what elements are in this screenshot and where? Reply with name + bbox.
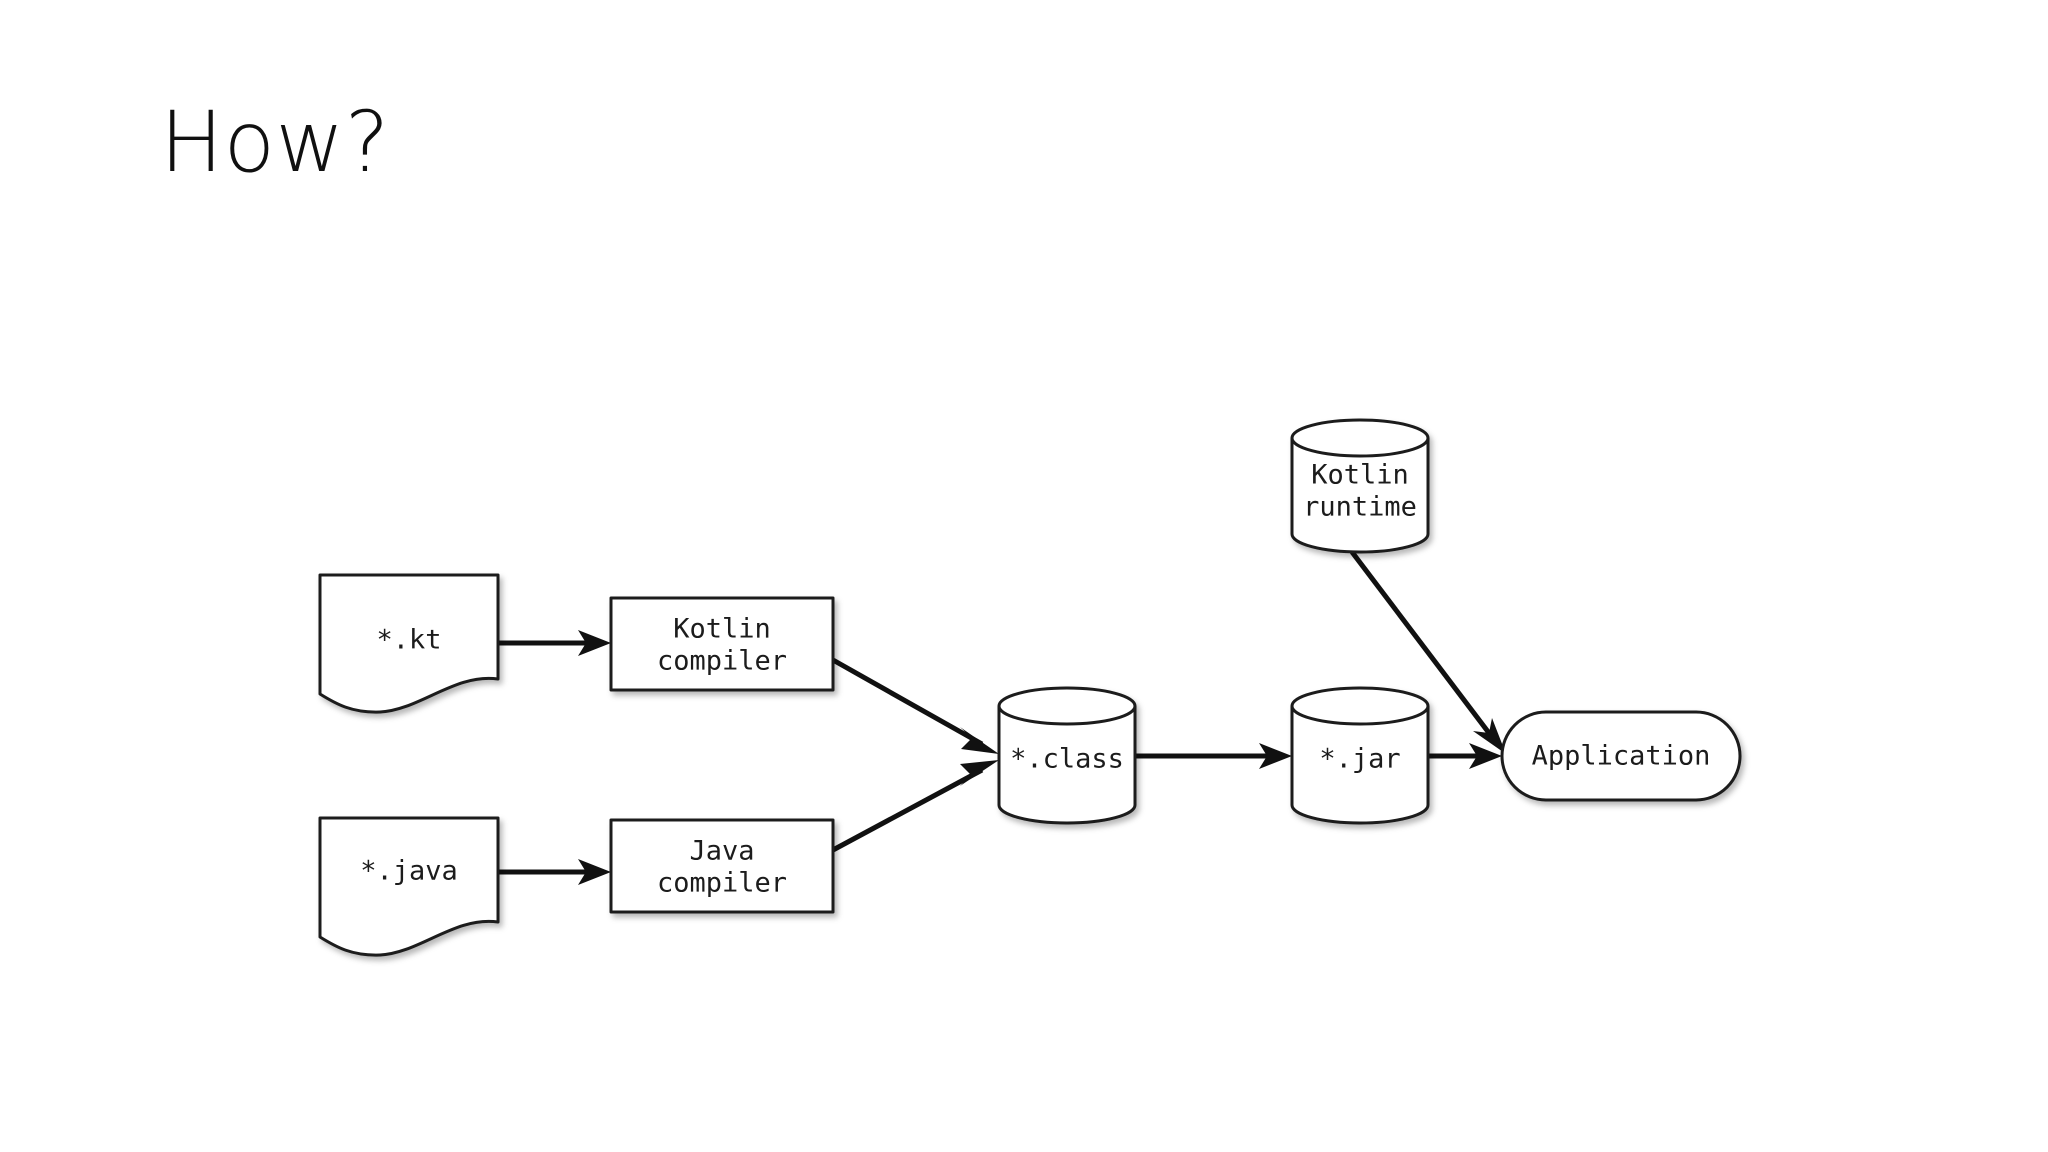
edge-jar-to-application (1428, 743, 1502, 769)
node-kt-label: *.kt (376, 625, 441, 656)
node-application[interactable]: Application (1500, 710, 1742, 802)
page-title: How? (160, 93, 390, 191)
node-kotlin-compiler[interactable]: Kotlin compiler (609, 596, 835, 692)
node-class-label: *.class (1010, 744, 1124, 775)
node-class-cylinder[interactable]: *.class (997, 686, 1137, 825)
node-kotlin-compiler-label-line2: compiler (657, 646, 787, 677)
edge-java-compiler-to-class (831, 760, 999, 853)
node-kt-document[interactable]: *.kt (318, 573, 500, 714)
node-jar-cylinder[interactable]: *.jar (1290, 686, 1430, 825)
node-jar-label: *.jar (1319, 744, 1400, 775)
edge-java-to-java-compiler (498, 859, 611, 885)
node-java-compiler-label-line1: Java (689, 836, 754, 867)
node-java-label: *.java (360, 856, 458, 887)
edge-kotlin-compiler-to-class (831, 657, 999, 754)
edge-kt-to-kotlin-compiler (498, 630, 611, 656)
node-kotlin-runtime-cylinder[interactable]: Kotlin runtime (1290, 418, 1430, 554)
node-java-document[interactable]: *.java (318, 816, 500, 957)
node-application-label: Application (1532, 741, 1711, 772)
node-java-compiler[interactable]: Java compiler (609, 818, 835, 914)
edge-class-to-jar (1135, 743, 1292, 769)
edge-kotlin-runtime-to-application (1350, 550, 1506, 754)
node-kotlin-runtime-label-line1: Kotlin (1311, 460, 1409, 491)
node-java-compiler-label-line2: compiler (657, 868, 787, 899)
node-kotlin-runtime-label-line2: runtime (1303, 492, 1417, 523)
node-kotlin-compiler-label-line1: Kotlin (673, 614, 771, 645)
